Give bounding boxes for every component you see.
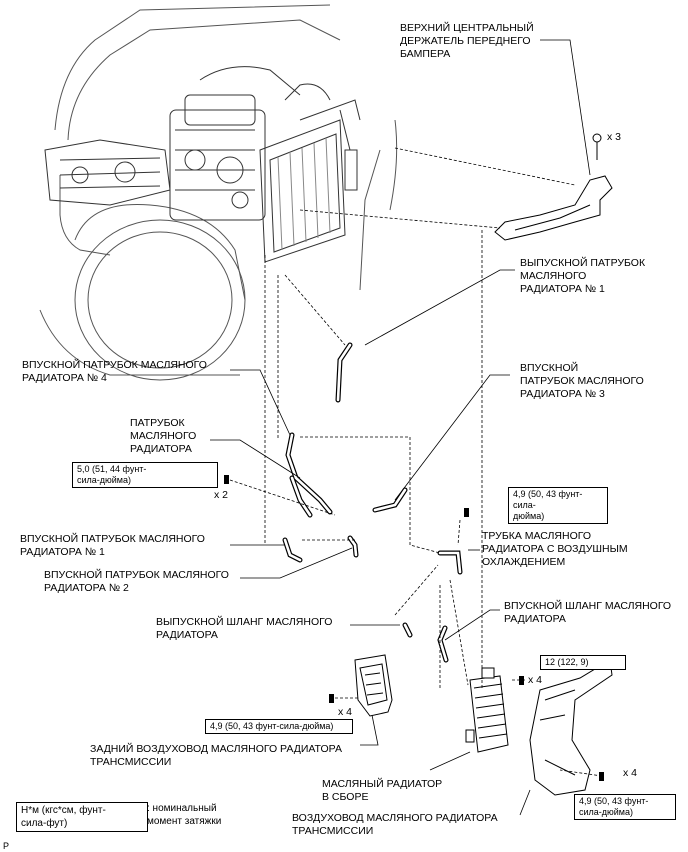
label-cooler-pipe: ПАТРУБОК МАСЛЯНОГО РАДИАТОРА <box>130 417 197 455</box>
torque-box-5: 4,9 (50, 43 фунт- сила-дюйма) <box>574 794 676 820</box>
label-duct: ВОЗДУХОВОД МАСЛЯНОГО РАДИАТОРА ТРАНСМИСС… <box>292 812 498 837</box>
torque-box-4: 4,9 (50, 43 фунт-сила-дюйма) <box>205 719 353 734</box>
count-label-3: x 4 <box>528 674 543 686</box>
torque-box-1: 5,0 (51, 44 фунт- сила-дюйма) <box>72 462 218 488</box>
label-outlet-pipe-1: ВЫПУСКНОЙ ПАТРУБОК МАСЛЯНОГО РАДИАТОРА №… <box>520 257 646 295</box>
guide-lines <box>229 147 603 777</box>
count-label-1: x 3 <box>607 131 622 143</box>
label-inlet-pipe-3: ВПУСКНОЙ ПАТРУБОК МАСЛЯНОГО РАДИАТОРА № … <box>520 362 644 400</box>
legend-units-box: Н*м (кгс*см, фунт- сила-фут) <box>16 802 148 832</box>
label-air-cooled-tube: ТРУБКА МАСЛЯНОГО РАДИАТОРА С ВОЗДУШНЫМ О… <box>482 530 628 568</box>
pipes-inner <box>283 343 462 662</box>
label-outlet-hose: ВЫПУСКНОЙ ШЛАНГ МАСЛЯНОГО РАДИАТОРА <box>156 616 333 641</box>
engine-illustration <box>44 66 331 221</box>
radiator-illustration <box>259 99 361 263</box>
count-label-4: x 4 <box>338 706 353 718</box>
oil-cooler-illustration <box>465 667 509 753</box>
bumper-retainer-illustration <box>494 133 613 241</box>
label-inlet-pipe-1: ВПУСКНОЙ ПАТРУБОК МАСЛЯНОГО РАДИАТОРА № … <box>20 533 205 558</box>
rear-duct-illustration <box>354 654 393 717</box>
label-bumper-retainer: ВЕРХНИЙ ЦЕНТРАЛЬНЫЙ ДЕРЖАТЕЛЬ ПЕРЕДНЕГО … <box>400 22 534 60</box>
label-inlet-hose: ВПУСКНОЙ ШЛАНГ МАСЛЯНОГО РАДИАТОРА <box>504 600 672 625</box>
leader-lines <box>210 39 591 816</box>
count-label-2: x 2 <box>214 489 229 501</box>
corner-letter: P <box>3 841 10 851</box>
count-label-5: x 4 <box>623 767 638 779</box>
vehicle-illustration <box>39 4 398 381</box>
torque-box-2: 4,9 (50, 43 фунт-сила- дюйма) <box>508 487 608 524</box>
pipes-illustration <box>282 342 463 663</box>
legend-description: : номинальный момент затяжки <box>147 803 222 827</box>
torque-box-3: 12 (122, 9) <box>540 655 626 670</box>
bolt-icons <box>224 475 604 781</box>
label-inlet-pipe-4: ВПУСКНОЙ ПАТРУБОК МАСЛЯНОГО РАДИАТОРА № … <box>22 359 207 384</box>
label-rear-duct: ЗАДНИЙ ВОЗДУХОВОД МАСЛЯНОГО РАДИАТОРА ТР… <box>90 743 342 768</box>
label-cooler-assembly: МАСЛЯНЫЙ РАДИАТОР В СБОРЕ <box>322 778 443 803</box>
label-inlet-pipe-2: ВПУСКНОЙ ПАТРУБОК МАСЛЯНОГО РАДИАТОРА № … <box>44 569 229 594</box>
